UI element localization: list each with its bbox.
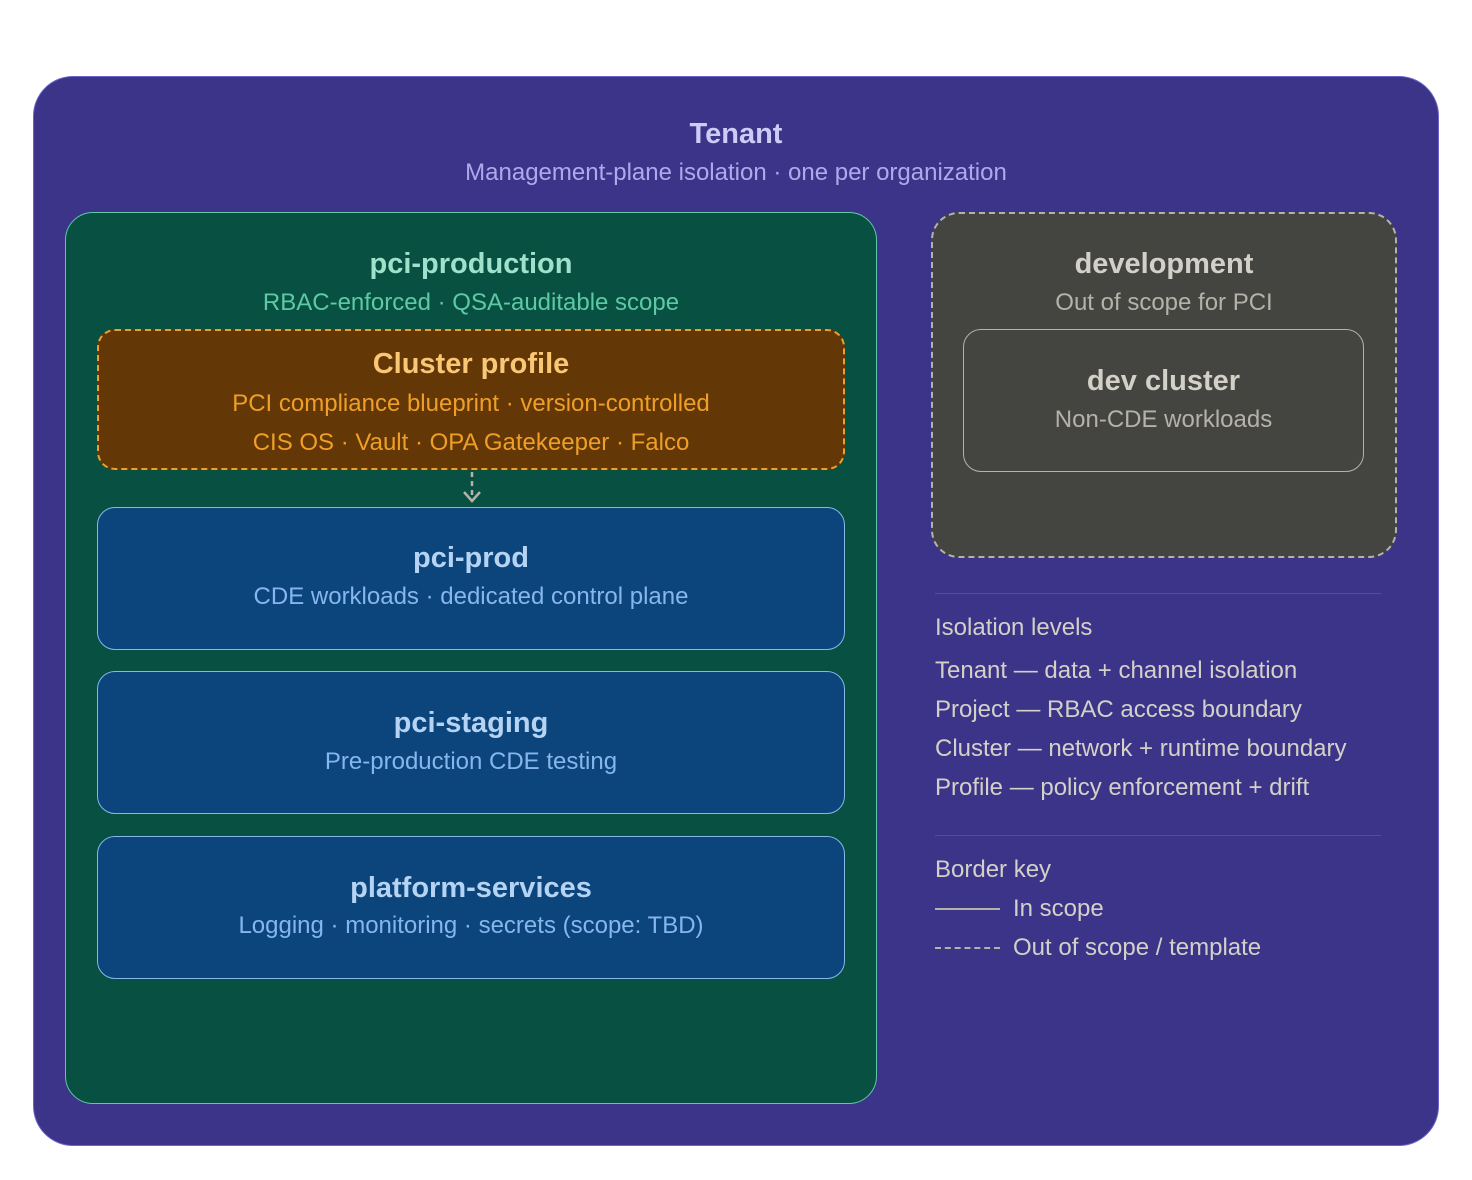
- cluster-subtitle: Logging · monitoring · secrets (scope: T…: [238, 912, 704, 939]
- cluster-pci-staging: [97, 671, 845, 814]
- project-subtitle: RBAC-enforced · QSA-auditable scope: [262, 289, 680, 316]
- cluster-pci-prod: [97, 507, 845, 650]
- project-title: development: [1074, 248, 1254, 280]
- cluster-subtitle: CDE workloads · dedicated control plane: [253, 583, 689, 610]
- cluster-profile-title: Cluster profile: [372, 348, 570, 380]
- tenant-title: Tenant: [689, 118, 783, 150]
- isolation-levels-heading: Isolation levels: [935, 614, 1093, 641]
- legend-divider: [935, 593, 1381, 594]
- dashed-line-icon: [935, 947, 1000, 949]
- cluster-dev: [963, 329, 1364, 472]
- border-key-label: In scope: [1013, 895, 1104, 922]
- project-subtitle: Out of scope for PCI: [1055, 289, 1273, 316]
- cluster-platform-services: [97, 836, 845, 979]
- cluster-subtitle: Non-CDE workloads: [1054, 406, 1273, 433]
- project-development: [931, 212, 1397, 558]
- cluster-profile-box: [97, 329, 845, 470]
- cluster-profile-line: PCI compliance blueprint · version-contr…: [232, 390, 710, 417]
- isolation-level-item: Tenant — data + channel isolation: [935, 657, 1298, 684]
- cluster-title: platform-services: [350, 872, 592, 904]
- tenant-subtitle: Management-plane isolation · one per org…: [465, 159, 1007, 186]
- solid-line-icon: [935, 908, 1000, 910]
- arrow-down-icon: [463, 472, 481, 503]
- cluster-title: pci-prod: [413, 542, 529, 574]
- cluster-profile-line: CIS OS · Vault · OPA Gatekeeper · Falco: [252, 429, 690, 456]
- cluster-title: dev cluster: [1086, 365, 1241, 397]
- project-title: pci-production: [369, 248, 573, 280]
- isolation-level-item: Profile — policy enforcement + drift: [935, 774, 1310, 801]
- border-key-heading: Border key: [935, 856, 1052, 883]
- isolation-level-item: Project — RBAC access boundary: [935, 696, 1302, 723]
- cluster-title: pci-staging: [393, 707, 549, 739]
- cluster-subtitle: Pre-production CDE testing: [324, 748, 618, 775]
- border-key-label: Out of scope / template: [1013, 934, 1262, 961]
- legend-divider: [935, 835, 1381, 836]
- isolation-level-item: Cluster — network + runtime boundary: [935, 735, 1347, 762]
